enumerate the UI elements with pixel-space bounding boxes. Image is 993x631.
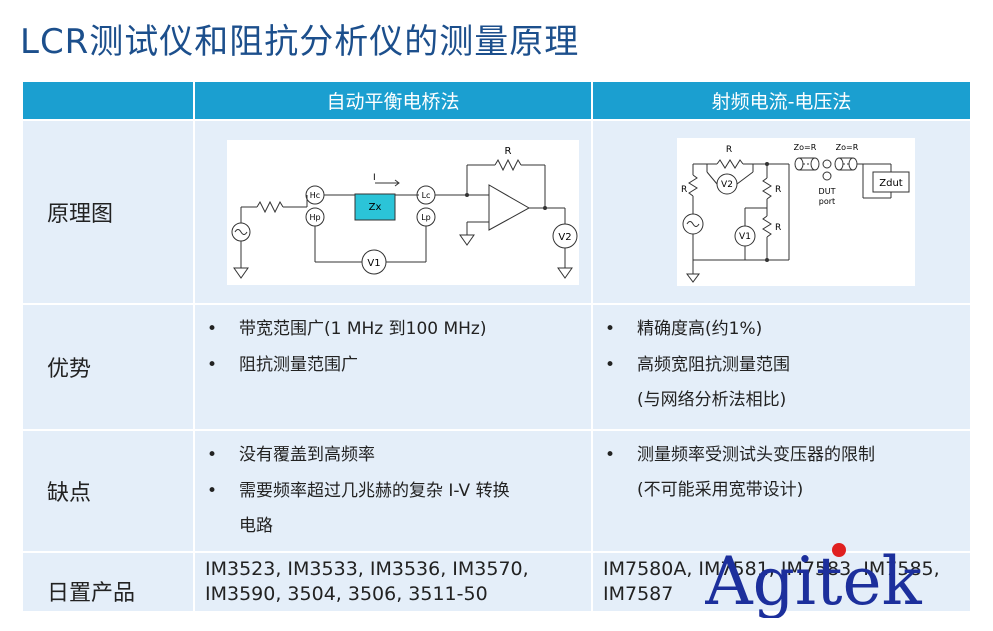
rf-v1-label: V1 <box>739 232 751 242</box>
advantage-note: (与网络分析法相比) <box>637 390 787 410</box>
lc-label: Lc <box>422 191 431 200</box>
advantage-label: 优势 <box>47 357 92 382</box>
rf-dut-label: DUT <box>819 187 836 196</box>
rf-zo1-label: Zo=R <box>794 143 817 152</box>
header-blank <box>23 82 193 119</box>
rf-zdut-label: Zdut <box>879 178 903 189</box>
rf-r-low-label: R <box>775 223 781 233</box>
rf-r-mid-label: R <box>775 185 781 195</box>
advantage-bridge-cell: •带宽范围广(1 MHz 到100 MHz) •阻抗测量范围广 <box>195 305 591 429</box>
comparison-table: 自动平衡电桥法 射频电流-电压法 原理图 <box>21 80 972 613</box>
list-item: •测量频率受测试头变压器的限制 <box>605 445 875 465</box>
agitek-logo: Agitek <box>704 538 975 620</box>
disadvantage-rf-cell: •测量频率受测试头变压器的限制 (不可能采用宽带设计) <box>593 431 970 551</box>
header-rf: 射频电流-电压法 <box>593 82 970 119</box>
principle-label: 原理图 <box>47 202 114 227</box>
list-item: •高频宽阻抗测量范围 <box>605 355 790 375</box>
rf-diagram-cell: R R R R V2 V1 Zo=R Zo=R DUT port Zdut <box>593 121 970 303</box>
rf-diagram: R R R R V2 V1 Zo=R Zo=R DUT port Zdut <box>677 138 915 286</box>
principle-row: 原理图 <box>23 121 970 303</box>
rf-r-left-label: R <box>681 185 687 195</box>
rf-r-top-label: R <box>726 145 732 155</box>
v1-label: V1 <box>367 258 380 269</box>
list-item: •精确度高(约1%) <box>605 319 763 339</box>
v2-label: V2 <box>558 232 571 243</box>
advantage-row: 优势 •带宽范围广(1 MHz 到100 MHz) •阻抗测量范围广 •精确度高… <box>23 305 970 429</box>
logo-dot <box>832 543 846 557</box>
header-bridge: 自动平衡电桥法 <box>195 82 591 119</box>
r-label: R <box>505 146 512 157</box>
lp-label: Lp <box>421 213 431 222</box>
products-bridge-cell: IM3523, IM3533, IM3536, IM3570, IM3590, … <box>195 553 591 611</box>
current-label: I <box>373 173 376 183</box>
bridge-diagram-cell: Hc Hp Zx I Lc Lp R V1 V2 <box>195 121 591 303</box>
hc-label: Hc <box>310 191 320 200</box>
rf-port-label: port <box>819 197 835 206</box>
hp-label: Hp <box>309 213 320 222</box>
list-item: •带宽范围广(1 MHz 到100 MHz) <box>207 319 487 339</box>
product-line: IM7587 <box>603 583 674 605</box>
zx-label: Zx <box>369 202 382 213</box>
products-rf-cell: IM7580A, IM7581, IM7583, IM7585, IM7587 <box>593 553 970 611</box>
disadvantage-row: 缺点 •没有覆盖到高频率 •需要频率超过几兆赫的复杂 I-V 转换 电路 •测量… <box>23 431 970 551</box>
disadvantage-note: (不可能采用宽带设计) <box>637 480 804 500</box>
product-line: IM7580A, IM7581, IM7583, IM7585, <box>603 558 940 580</box>
bridge-diagram: Hc Hp Zx I Lc Lp R V1 V2 <box>227 139 579 285</box>
logo-text: Agitek <box>705 543 923 618</box>
rf-zo2-label: Zo=R <box>836 143 859 152</box>
list-item: •需要频率超过几兆赫的复杂 I-V 转换 <box>207 481 510 501</box>
products-label: 日置产品 <box>47 581 136 606</box>
disadvantage-label: 缺点 <box>47 481 92 506</box>
list-item: •阻抗测量范围广 <box>207 355 358 375</box>
products-row: 日置产品 IM3523, IM3533, IM3536, IM3570, IM3… <box>23 553 970 611</box>
list-item: •没有覆盖到高频率 <box>207 445 375 465</box>
disadvantage-bridge-cell: •没有覆盖到高频率 •需要频率超过几兆赫的复杂 I-V 转换 电路 <box>195 431 591 551</box>
product-line: IM3523, IM3533, IM3536, IM3570, <box>205 558 529 580</box>
rf-v2-label: V2 <box>721 180 733 190</box>
disadvantage-cont: 电路 <box>239 516 273 536</box>
product-line: IM3590, 3504, 3506, 3511-50 <box>205 583 488 605</box>
page-title: LCR测试仪和阻抗分析仪的测量原理 <box>20 22 580 62</box>
advantage-rf-cell: •精确度高(约1%) •高频宽阻抗测量范围 (与网络分析法相比) <box>593 305 970 429</box>
